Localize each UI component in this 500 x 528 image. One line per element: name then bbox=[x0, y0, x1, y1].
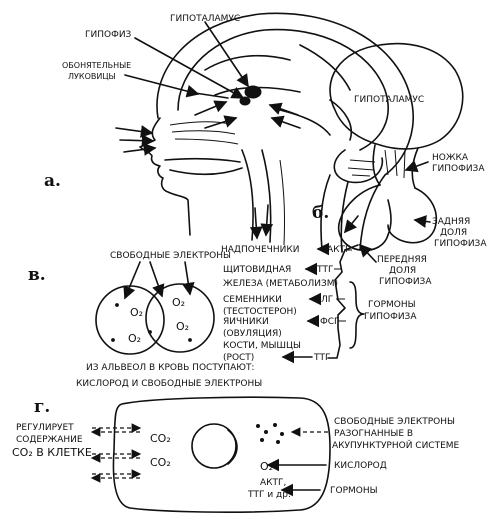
panel-a-head-drawing bbox=[115, 12, 414, 253]
electrons-label-line2: РАЗОГНАННЫЕ В bbox=[334, 429, 413, 439]
electrons-label-line1: СВОБОДНЫЕ ЭЛЕКТРОНЫ bbox=[334, 417, 455, 427]
target-organ: НАДПОЧЕЧНИКИ bbox=[221, 245, 299, 255]
anterior-lobe-label-line3: ГИПОФИЗА bbox=[379, 277, 432, 287]
olfactory-label-line1: ОБОНЯТЕЛЬНЫЕ bbox=[62, 61, 131, 70]
oxygen-label-g: КИСЛОРОД bbox=[334, 461, 387, 471]
hormone-label: АКТГ bbox=[327, 245, 351, 255]
target-organ: ЩИТОВИДНАЯ bbox=[223, 265, 291, 275]
regulates-co2-label-line3: CO₂ В КЛЕТКЕ bbox=[12, 446, 92, 459]
target-organ: ЖЕЛЕЗА (МЕТАБОЛИЗМ) bbox=[223, 279, 338, 289]
pituitary-hormones-label-line2: ГИПОФИЗА bbox=[364, 312, 417, 322]
hormone-label: ЛГ bbox=[321, 295, 333, 305]
panel-letter-b: б. bbox=[312, 203, 329, 223]
panel-letter-v: в. bbox=[28, 265, 46, 285]
regulates-co2-label-line2: СОДЕРЖАНИЕ bbox=[16, 435, 83, 445]
cell-drawing bbox=[90, 396, 331, 513]
hormone-label: ТТГ bbox=[316, 265, 333, 275]
alveoli-caption-line1: ИЗ АЛЬВЕОЛ В КРОВЬ ПОСТУПАЮТ: bbox=[86, 363, 254, 373]
posterior-lobe-label-line2: ДОЛЯ bbox=[440, 228, 467, 238]
anterior-lobe-label-line2: ДОЛЯ bbox=[389, 266, 416, 276]
regulates-co2-label-line1: РЕГУЛИРУЕТ bbox=[16, 423, 74, 433]
target-organ: СЕМЕННИКИ bbox=[223, 295, 282, 305]
panel-letter-g: г. bbox=[34, 397, 50, 417]
hormones-label-g: ГОРМОНЫ bbox=[330, 486, 378, 496]
electrons-label-line3: АКУПУНКТУРНОЙ СИСТЕМЕ bbox=[332, 439, 460, 451]
hypothalamus-label-a: ГИПОТАЛАМУС bbox=[170, 14, 240, 24]
cell-hormones-line1: АКТГ, bbox=[260, 478, 286, 488]
hormone-target-list: НАДПОЧЕЧНИКИ ЩИТОВИДНАЯ ЖЕЛЕЗА (МЕТАБОЛИ… bbox=[221, 242, 365, 364]
panel-letter-a: а. bbox=[44, 171, 61, 191]
hormone-label: ТТГ bbox=[313, 353, 330, 363]
alveoli-drawing bbox=[95, 261, 215, 355]
alveolus-o2-4: O₂ bbox=[176, 320, 189, 333]
stalk-label-line1: НОЖКА bbox=[432, 153, 469, 163]
pituitary-label-a: ГИПОФИЗ bbox=[85, 30, 132, 40]
cell-o2: O₂ bbox=[260, 460, 273, 473]
target-organ: КОСТИ, МЫШЦЫ bbox=[223, 341, 301, 351]
olfactory-label-line2: ЛУКОВИЦЫ bbox=[68, 72, 116, 81]
target-organ: ЯИЧНИКИ bbox=[223, 317, 269, 327]
alveoli-caption-line2: КИСЛОРОД И СВОБОДНЫЕ ЭЛЕКТРОНЫ bbox=[76, 379, 262, 389]
target-organ: (РОСТ) bbox=[223, 353, 254, 363]
cell-co2-top: CO₂ bbox=[150, 432, 171, 445]
anterior-lobe-label-line1: ПЕРЕДНЯЯ bbox=[377, 255, 427, 265]
alveolus-o2-2: O₂ bbox=[128, 332, 141, 345]
hypothalamus-label-b: ГИПОТАЛАМУС bbox=[354, 95, 424, 105]
target-organ: (ТЕСТОСТЕРОН) bbox=[223, 307, 297, 317]
posterior-lobe-label-line1: ЗАДНЯЯ bbox=[432, 217, 470, 227]
free-electrons-label-v: СВОБОДНЫЕ ЭЛЕКТРОНЫ bbox=[110, 251, 231, 261]
target-organ: (ОВУЛЯЦИЯ) bbox=[223, 329, 282, 339]
alveolus-o2-1: O₂ bbox=[130, 306, 143, 319]
cell-hormones-line2: ТТГ и др. bbox=[247, 490, 291, 500]
alveolus-o2-3: O₂ bbox=[172, 296, 185, 309]
posterior-lobe-label-line3: ГИПОФИЗА bbox=[434, 239, 487, 249]
pituitary-hormones-label-line1: ГОРМОНЫ bbox=[368, 300, 416, 310]
panel-b-pituitary-drawing bbox=[329, 42, 464, 263]
cell-co2-bottom: CO₂ bbox=[150, 456, 171, 469]
hormone-label: ФСГ bbox=[320, 317, 340, 327]
stalk-label-line2: ГИПОФИЗА bbox=[432, 164, 485, 174]
